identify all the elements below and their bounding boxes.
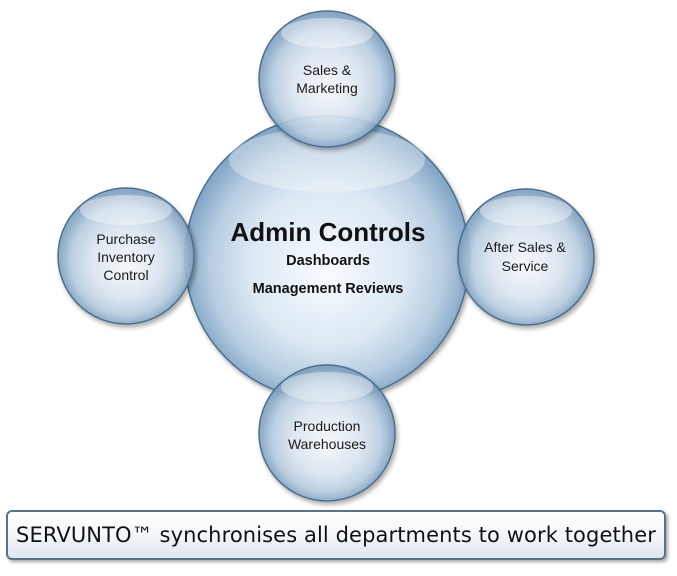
center-line-management-reviews: Management Reviews <box>253 281 404 297</box>
left-label-line3: Control <box>103 267 148 283</box>
center-circle <box>184 115 470 401</box>
left-label-line2: Inventory <box>97 249 155 265</box>
left-circle <box>57 187 195 325</box>
tagline-text: SERVUNTO™ synchronises all departments t… <box>16 523 656 547</box>
center-title: Admin Controls <box>231 217 426 247</box>
bottom-label-line2: Warehouses <box>288 436 366 452</box>
top-label-line2: Marketing <box>296 80 357 96</box>
bottom-label-line1: Production <box>294 418 361 434</box>
top-label-line1: Sales & <box>303 62 352 78</box>
left-label-line1: Purchase <box>96 231 155 247</box>
top-circle <box>258 10 396 148</box>
bottom-circle <box>258 364 396 502</box>
right-label-line2: Service <box>502 258 549 274</box>
tagline-banner: SERVUNTO™ synchronises all departments t… <box>6 510 666 560</box>
right-circle <box>457 188 595 326</box>
right-label-line1: After Sales & <box>484 239 566 255</box>
center-line-dashboards: Dashboards <box>286 253 370 269</box>
